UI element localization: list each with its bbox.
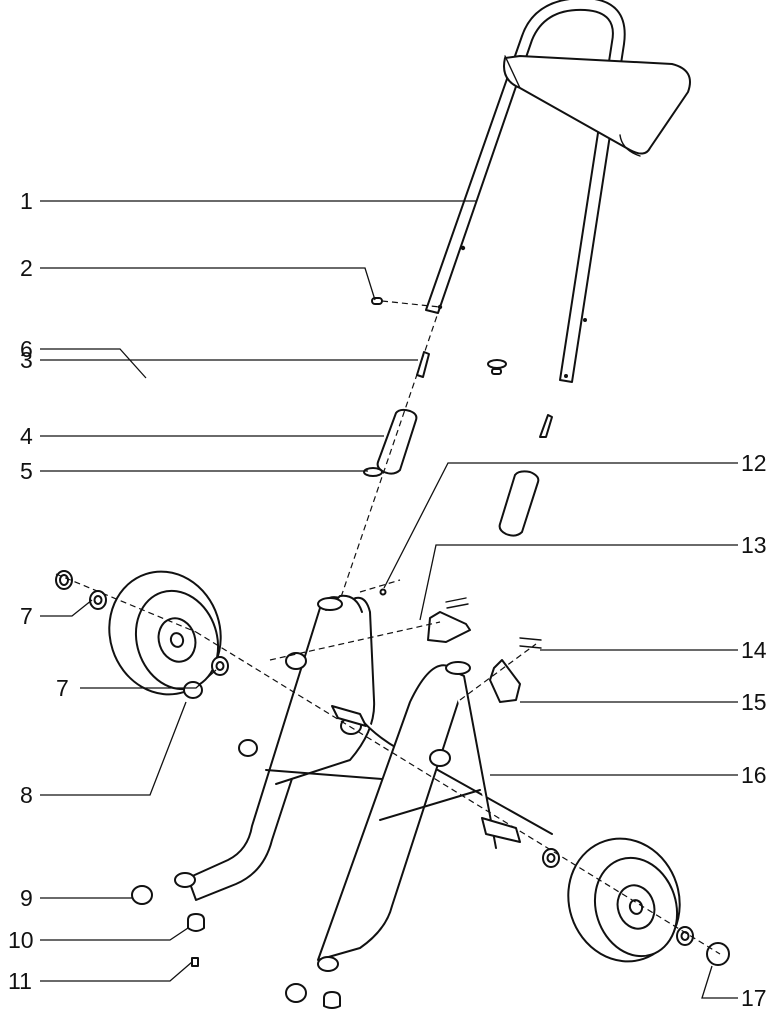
- axle-stub-left: [331, 705, 367, 727]
- leader-lines: [40, 200, 738, 999]
- spare-washer-right: [487, 359, 507, 369]
- callout-7-upper: 7: [20, 603, 33, 629]
- hub-cap-part-17: [706, 942, 730, 966]
- screw-part-11: [191, 957, 199, 967]
- bumper-spare: [323, 991, 341, 1009]
- callout-17: 17: [741, 985, 767, 1011]
- callout-3: 3: [20, 347, 33, 373]
- grip-part-4: [376, 408, 418, 475]
- end-cap-spare: [285, 983, 307, 1003]
- wheel-right: [567, 837, 681, 963]
- washer-part-5: [363, 467, 383, 477]
- callout-15: 15: [741, 689, 767, 715]
- spare-pin-right: [491, 368, 502, 375]
- axle-stub-right: [481, 817, 521, 843]
- callout-1: 1: [20, 188, 33, 214]
- screw-part-14: [519, 637, 542, 649]
- screw-part-12: [379, 588, 387, 596]
- pin-part-2: [371, 297, 383, 305]
- bracket-part-13: [427, 597, 471, 643]
- callout-13: 13: [741, 532, 767, 558]
- callout-5: 5: [20, 458, 33, 484]
- callout-11: 11: [8, 968, 32, 994]
- spare-grip-right: [498, 470, 540, 537]
- assembly-lines: [55, 300, 721, 955]
- washer-right-outer: [676, 926, 694, 946]
- callout-2: 2: [20, 255, 33, 281]
- end-cap-part-9: [131, 885, 153, 905]
- callout-12: 12: [741, 450, 767, 476]
- callout-9: 9: [20, 885, 33, 911]
- callout-14: 14: [741, 637, 767, 663]
- handle-part-1: [425, 0, 691, 383]
- frame-part-16: [174, 594, 553, 972]
- callout-10: 10: [8, 927, 34, 953]
- spare-clip-right: [539, 414, 553, 438]
- bracket-part-15: [489, 659, 521, 703]
- cap-spare: [238, 739, 258, 757]
- callout-6: 6: [20, 336, 33, 362]
- callout-8: 8: [20, 782, 33, 808]
- callout-4: 4: [20, 423, 33, 449]
- callout-16: 16: [741, 762, 767, 788]
- washer-right-inner: [542, 848, 560, 868]
- callout-labels: 1 2 3 4 5 6 7 7 8 9 10 11 12 13 14 15 16…: [8, 188, 767, 1011]
- callout-7-lower: 7: [56, 675, 69, 701]
- bumper-part-10: [187, 913, 205, 932]
- wheel-part-6: [108, 570, 222, 696]
